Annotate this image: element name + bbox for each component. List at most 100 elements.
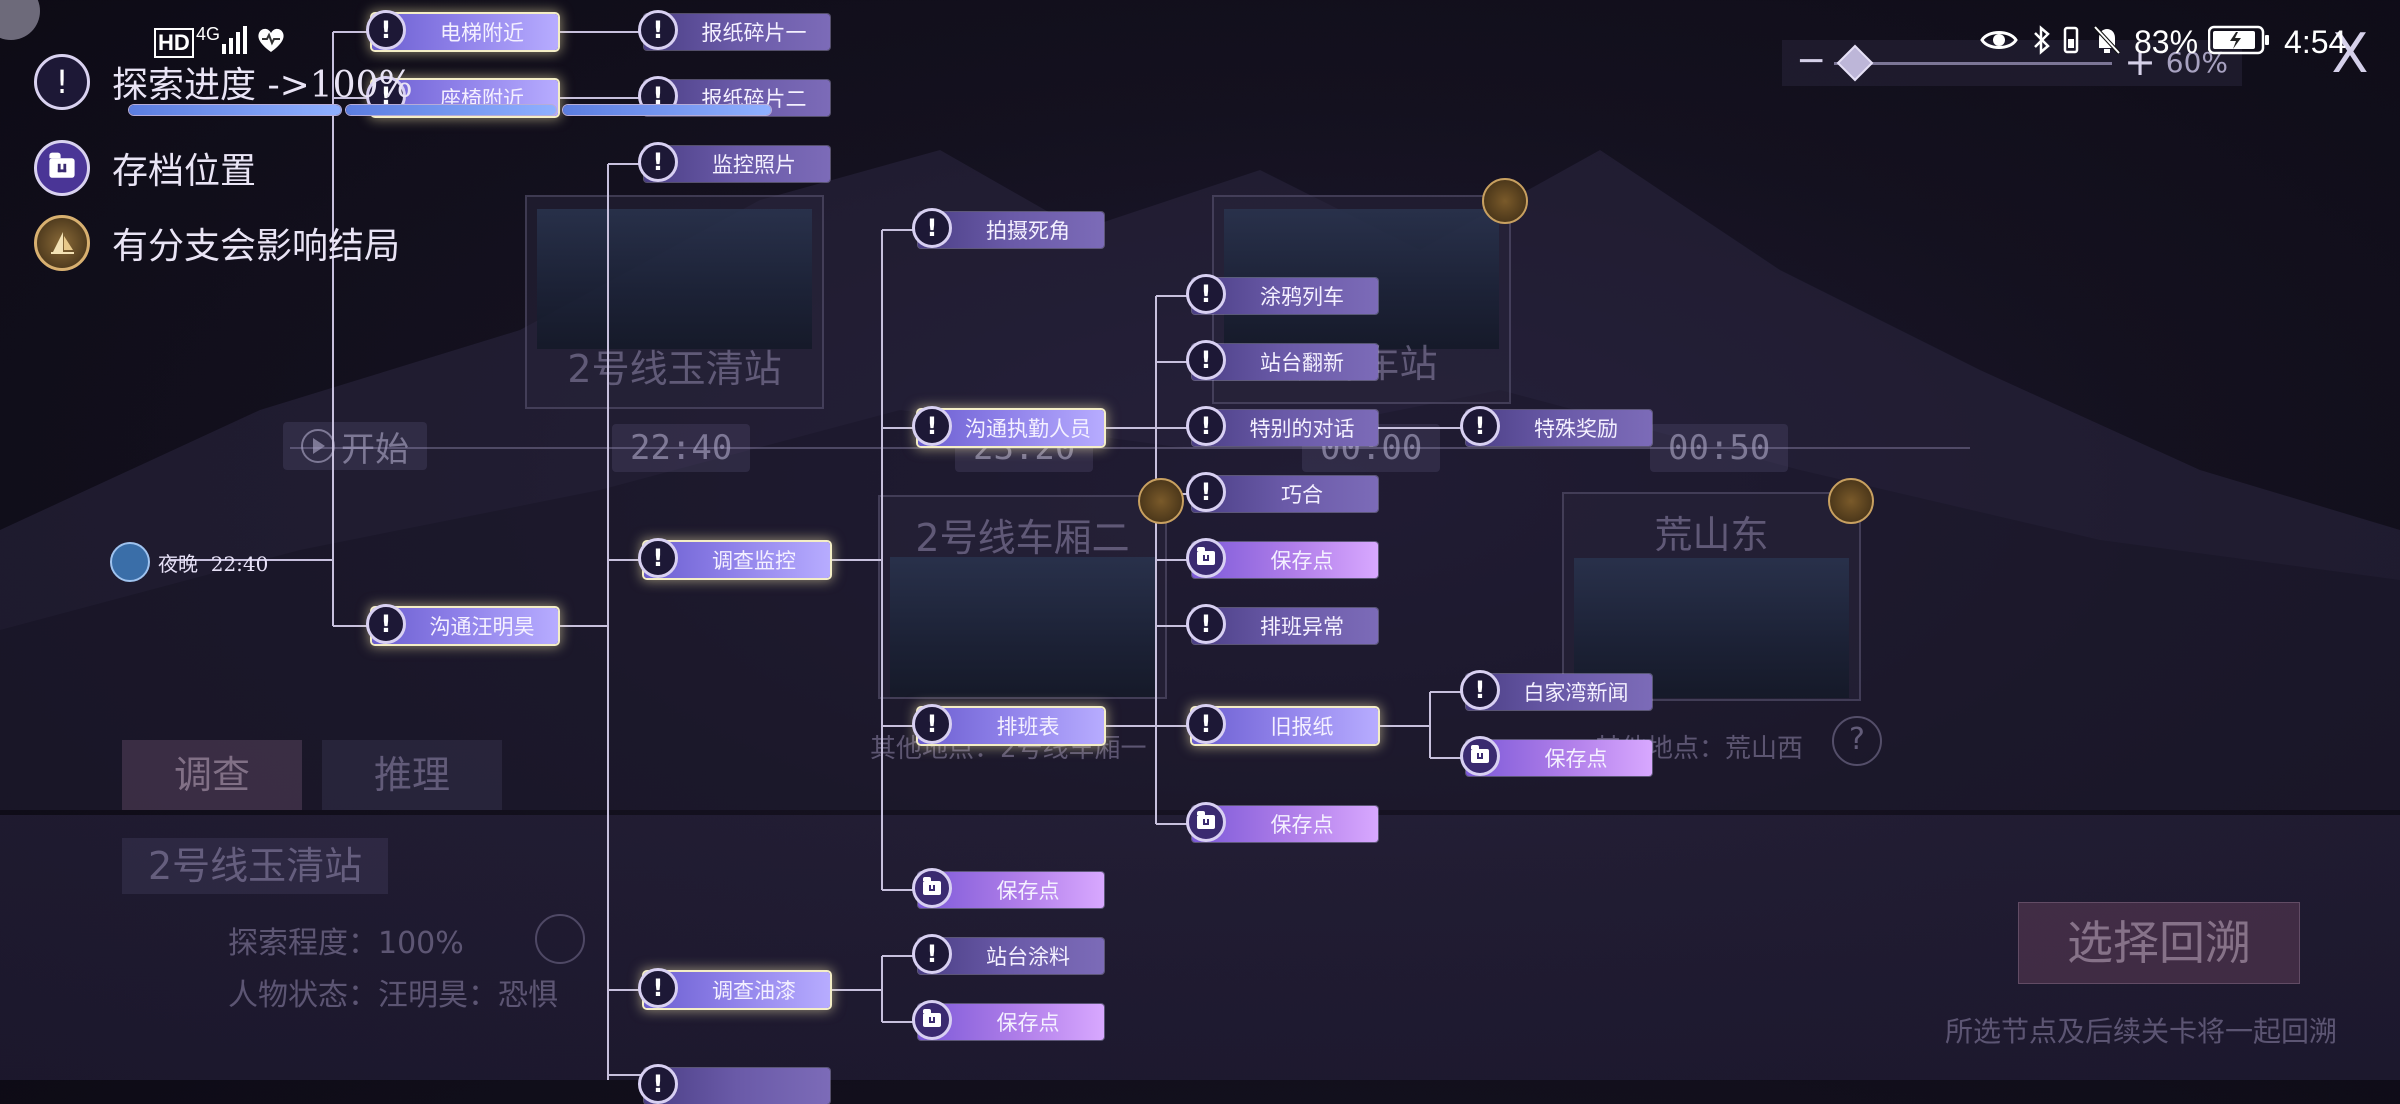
node-elevator[interactable]: !电梯附近 [366, 10, 558, 50]
help-icon: ? [1832, 716, 1882, 766]
status-bar-right: 83% 4:54 [1980, 20, 2346, 64]
branch-marker-icon [1482, 178, 1528, 224]
node-talk-wang[interactable]: !沟通汪明昊 [366, 604, 558, 644]
node-save-d[interactable]: 保存点 [1186, 802, 1378, 842]
zoom-slider-handle[interactable] [1836, 44, 1874, 82]
explore-degree: 探索程度：100% [228, 926, 464, 961]
exclamation-icon: ! [1460, 670, 1500, 710]
moon-cloud-icon [110, 542, 150, 582]
hierarchy-icon [535, 914, 585, 964]
bell-muted-icon [2092, 24, 2122, 60]
exclamation-icon: ! [1186, 274, 1226, 314]
node-save-b[interactable]: 保存点 [912, 1000, 1104, 1040]
progress-bar [562, 104, 772, 116]
zoom-slider-track[interactable] [1834, 62, 2112, 65]
folder-icon [912, 1000, 952, 1040]
branch-marker-icon [1138, 478, 1184, 524]
bluetooth-icon [2032, 24, 2052, 60]
node-station-renew[interactable]: !站台翻新 [1186, 340, 1378, 380]
sail-branch-icon [34, 215, 90, 271]
close-icon: X [2331, 22, 2369, 85]
exclamation-icon: ! [912, 704, 952, 744]
node-special-talk[interactable]: !特别的对话 [1186, 406, 1378, 446]
node-news-fragment-1[interactable]: !报纸碎片一 [638, 10, 830, 50]
node-baijiawan-news[interactable]: !白家湾新闻 [1460, 670, 1652, 710]
zoom-control: − + 60% [1782, 40, 2242, 86]
exclamation-icon: ! [638, 142, 678, 182]
time-pill-4: 00:50 [1650, 424, 1789, 472]
node-investigate-cctv[interactable]: !调查监控 [638, 538, 830, 578]
node-old-newspaper[interactable]: !旧报纸 [1186, 704, 1378, 744]
node-save-e[interactable]: 保存点 [1460, 736, 1652, 776]
exclamation-icon: ! [638, 1064, 678, 1104]
current-station: 2号线玉清站 [122, 838, 388, 894]
select-hint: 所选节点及后续关卡将一起回溯 [1945, 1015, 2338, 1048]
folder-icon [34, 140, 90, 196]
node-graffiti-train[interactable]: !涂鸦列车 [1186, 274, 1378, 314]
exclamation-icon: ! [638, 10, 678, 50]
node-investigate-paint[interactable]: !调查油漆 [638, 968, 830, 1008]
tab-investigate: 调查 [122, 740, 302, 810]
hd-badge: HD [154, 28, 194, 58]
node-save-c[interactable]: 保存点 [1186, 538, 1378, 578]
folder-icon [1186, 802, 1226, 842]
battery-charging-icon [2207, 25, 2270, 59]
exclamation-icon: ! [638, 538, 678, 578]
root-label: 夜晚 22:40 [158, 551, 269, 576]
folder-icon [1460, 736, 1500, 776]
tree-lines [170, 31, 1970, 1080]
branch-marker-icon [1828, 478, 1874, 524]
node-save-a[interactable]: 保存点 [912, 868, 1104, 908]
node-special-reward[interactable]: !特殊奖励 [1460, 406, 1652, 446]
station-card-huangshan-east: 荒山东 [1562, 492, 1861, 701]
exclamation-icon: ! [638, 968, 678, 1008]
node-coincidence[interactable]: !巧合 [1186, 472, 1378, 512]
exclamation-icon: ! [1186, 340, 1226, 380]
station-card-car2: 2号线车厢二 [878, 495, 1167, 699]
network-type: 4G [196, 24, 221, 44]
status-bar-left: HD 4G [0, 0, 284, 58]
progress-bar [128, 104, 342, 116]
exclamation-icon: ! [912, 934, 952, 974]
node-talk-staff[interactable]: !沟通执勤人员 [912, 406, 1104, 446]
close-button[interactable]: X [2318, 22, 2382, 86]
exclamation-icon: ! [1186, 472, 1226, 512]
tree-root-night: 夜晚 22:40 [110, 542, 268, 582]
exclamation-icon: ! [1186, 704, 1226, 744]
select-rewind-button: 选择回溯 [2018, 902, 2300, 984]
legend-branch: 有分支会影响结局 [34, 215, 400, 271]
node-partial[interactable]: ! [638, 1064, 830, 1104]
zoom-in-button[interactable]: + [2124, 40, 2156, 84]
exclamation-icon: ! [912, 208, 952, 248]
zoom-out-button[interactable]: − [1796, 40, 1827, 81]
start-pill: 开始 [283, 422, 427, 470]
node-schedule-abnormal[interactable]: !排班异常 [1186, 604, 1378, 644]
character-state: 人物状态：汪明昊：恐惧 [228, 978, 558, 1013]
vibrate-icon [2060, 25, 2082, 59]
exclamation-icon: ! [366, 604, 406, 644]
signal-icon [222, 24, 247, 54]
exclamation-icon: ! [1186, 604, 1226, 644]
legend-progress: ! 探索进度 ->100% [34, 54, 413, 110]
exclamation-icon: ! [1460, 406, 1500, 446]
legend-save: 存档位置 [34, 140, 256, 196]
exclamation-icon: ! [34, 54, 90, 110]
exclamation-icon: ! [1186, 406, 1226, 446]
station-card-yuqing: 2号线玉清站 [525, 195, 824, 409]
progress-bar [345, 104, 557, 116]
node-station-paint[interactable]: !站台涂料 [912, 934, 1104, 974]
clock: 4:54 [2284, 23, 2347, 60]
exclamation-icon: ! [912, 406, 952, 446]
tab-reasoning: 推理 [322, 740, 502, 810]
notification-dot-icon [0, 0, 40, 40]
node-schedule[interactable]: !排班表 [912, 704, 1104, 744]
exclamation-icon: ! [366, 10, 406, 50]
folder-icon [1186, 538, 1226, 578]
bottom-panel [0, 815, 2400, 1080]
node-blind-spot[interactable]: !拍摄死角 [912, 208, 1104, 248]
zoom-level: 60% [2165, 46, 2228, 79]
folder-icon [912, 868, 952, 908]
node-cctv-photo[interactable]: !监控照片 [638, 142, 830, 182]
battery-percent: 83% [2134, 23, 2199, 60]
eye-icon [1980, 27, 2018, 57]
